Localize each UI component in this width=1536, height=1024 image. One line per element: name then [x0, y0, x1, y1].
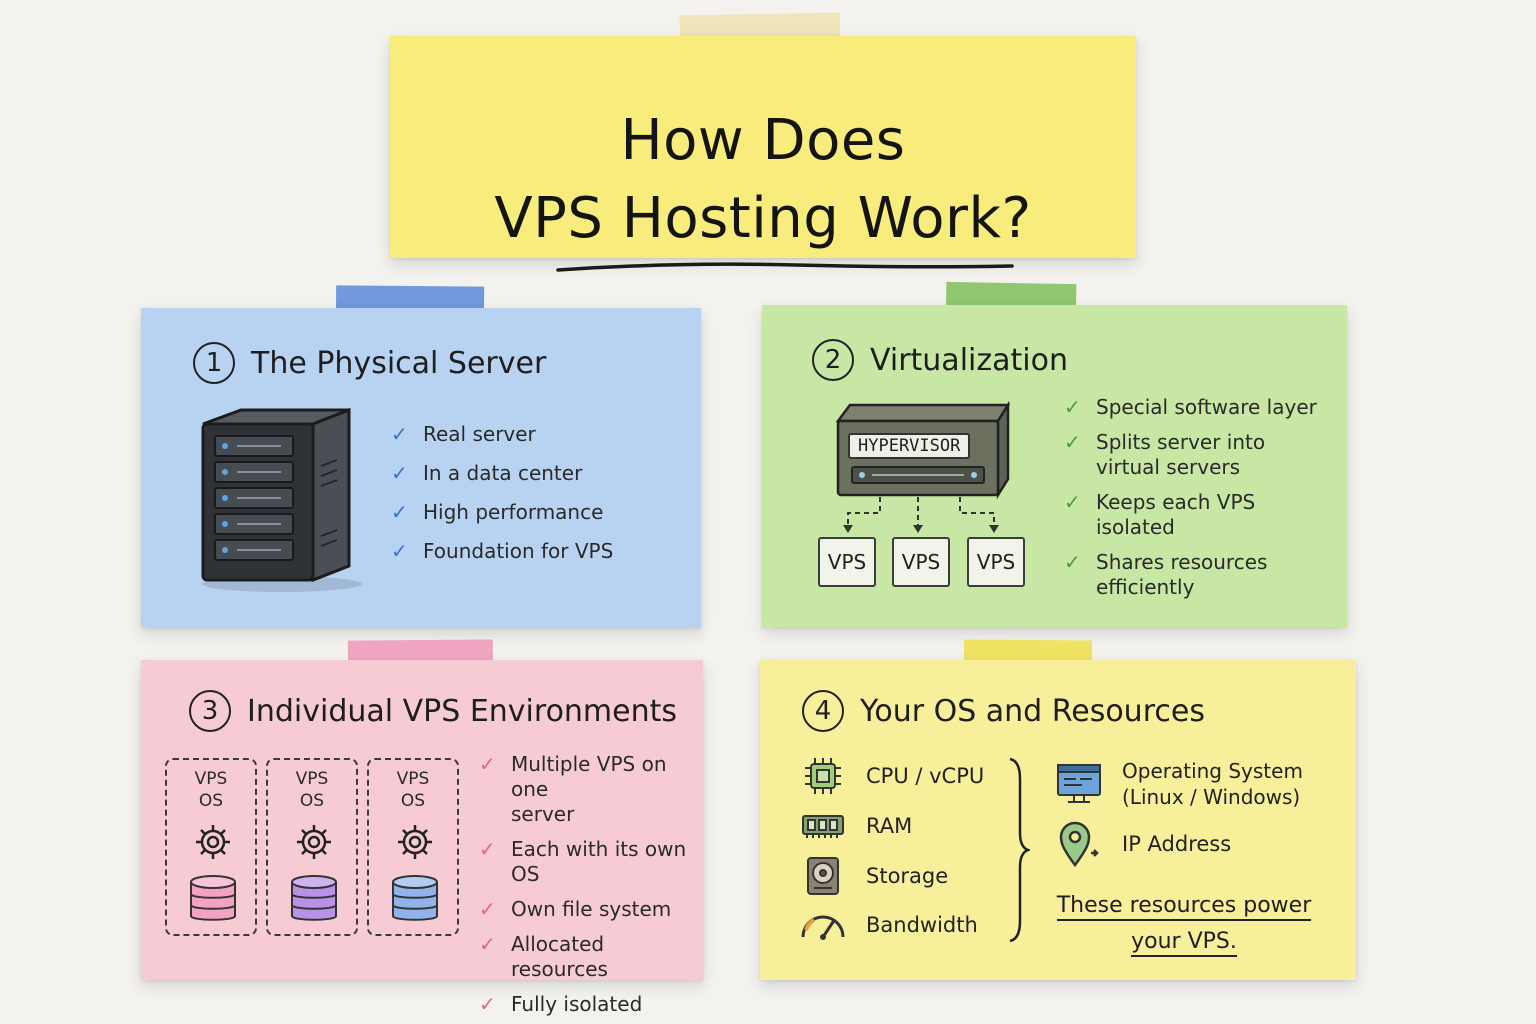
check-icon: ✓ [479, 752, 496, 776]
server-feature-list: ✓Real server ✓In a data center ✓High per… [391, 422, 613, 564]
list-item: ✓In a data center [391, 461, 583, 485]
resource-bandwidth: Bandwidth [800, 905, 978, 945]
panel-1-header: 1 The Physical Server [193, 342, 546, 384]
vps-box: VPS [967, 537, 1025, 587]
list-item: ✓High performance [391, 500, 604, 524]
panel-3-header: 3 Individual VPS Environments [189, 690, 677, 732]
check-icon: ✓ [391, 422, 408, 446]
ip-address-item: IP Address [1056, 821, 1231, 867]
panel-physical-server: 1 The Physical Server ✓Real server ✓In a… [141, 308, 701, 628]
panel-4-header: 4 Your OS and Resources [802, 690, 1205, 732]
check-icon: ✓ [391, 461, 408, 485]
check-icon: ✓ [479, 837, 496, 861]
resource-storage: Storage [800, 856, 948, 896]
list-item: ✓Real server [391, 422, 536, 446]
panel-1-title: The Physical Server [251, 345, 547, 381]
vps-box: VPS [892, 537, 950, 587]
step-number-badge: 4 [802, 690, 844, 732]
list-item: ✓Each with its own OS [479, 837, 687, 886]
vps-box: VPS [818, 537, 876, 587]
database-icon [190, 875, 236, 921]
database-icon [291, 875, 337, 921]
database-icon [392, 875, 438, 921]
hard-drive-icon [800, 856, 846, 896]
list-item: ✓Allocated resources [479, 932, 608, 981]
vps-environment-box: VPS OS [266, 758, 358, 936]
check-icon: ✓ [479, 897, 496, 921]
operating-system-item: Operating System(Linux / Windows) [1056, 758, 1303, 810]
speedometer-icon [800, 905, 846, 945]
check-icon: ✓ [479, 932, 496, 956]
step-number-badge: 3 [189, 690, 231, 732]
gear-icon [297, 825, 331, 859]
hypervisor-label: HYPERVISOR [848, 433, 971, 459]
curly-brace-icon [1009, 757, 1030, 943]
panel-virtualization: 2 Virtualization HYPERVISOR VPS VPS VPS … [762, 305, 1347, 627]
check-icon: ✓ [479, 992, 496, 1016]
list-item: ✓Fully isolated [479, 992, 643, 1016]
hypervisor-icon [835, 401, 1011, 533]
virtualization-feature-list: ✓Special software layer ✓Splits server i… [1064, 395, 1317, 600]
title-underline [556, 262, 1014, 272]
check-icon: ✓ [391, 539, 408, 563]
resource-cpu: CPU / vCPU [800, 756, 984, 796]
check-icon: ✓ [1064, 490, 1081, 514]
list-item: ✓Own file system [479, 897, 672, 921]
panel-2-header: 2 Virtualization [812, 339, 1068, 381]
vps-environment-box: VPS OS [165, 758, 257, 936]
list-item: ✓Foundation for VPS [391, 539, 614, 563]
panel-vps-environments: 3 Individual VPS Environments VPS OS VPS… [141, 660, 703, 1016]
panel-2-title: Virtualization [870, 342, 1068, 378]
panel-4-title: Your OS and Resources [860, 693, 1205, 729]
title-line-2: VPS Hosting Work? [494, 186, 1032, 251]
check-icon: ✓ [1064, 430, 1081, 454]
resources-summary: These resources power your VPS. [1056, 888, 1312, 960]
list-item: ✓Special software layer [1064, 395, 1317, 419]
vps-environment-box: VPS OS [367, 758, 459, 936]
resource-ram: RAM [800, 806, 912, 846]
monitor-icon [1056, 764, 1102, 804]
gear-icon [398, 825, 432, 859]
title-line-1: How Does [620, 108, 906, 173]
title-note: How Does VPS Hosting Work? [390, 36, 1136, 272]
server-tower-icon [201, 407, 362, 592]
gear-icon [196, 825, 230, 859]
check-icon: ✓ [1064, 550, 1081, 574]
panel-os-resources: 4 Your OS and Resources CPU / vCPU [760, 660, 1356, 980]
cpu-chip-icon [800, 756, 846, 796]
step-number-badge: 1 [193, 342, 235, 384]
ram-module-icon [800, 806, 846, 846]
panel-3-title: Individual VPS Environments [247, 693, 678, 729]
check-icon: ✓ [391, 500, 408, 524]
check-icon: ✓ [1064, 395, 1081, 419]
step-number-badge: 2 [812, 339, 854, 381]
location-pin-icon [1056, 821, 1102, 867]
